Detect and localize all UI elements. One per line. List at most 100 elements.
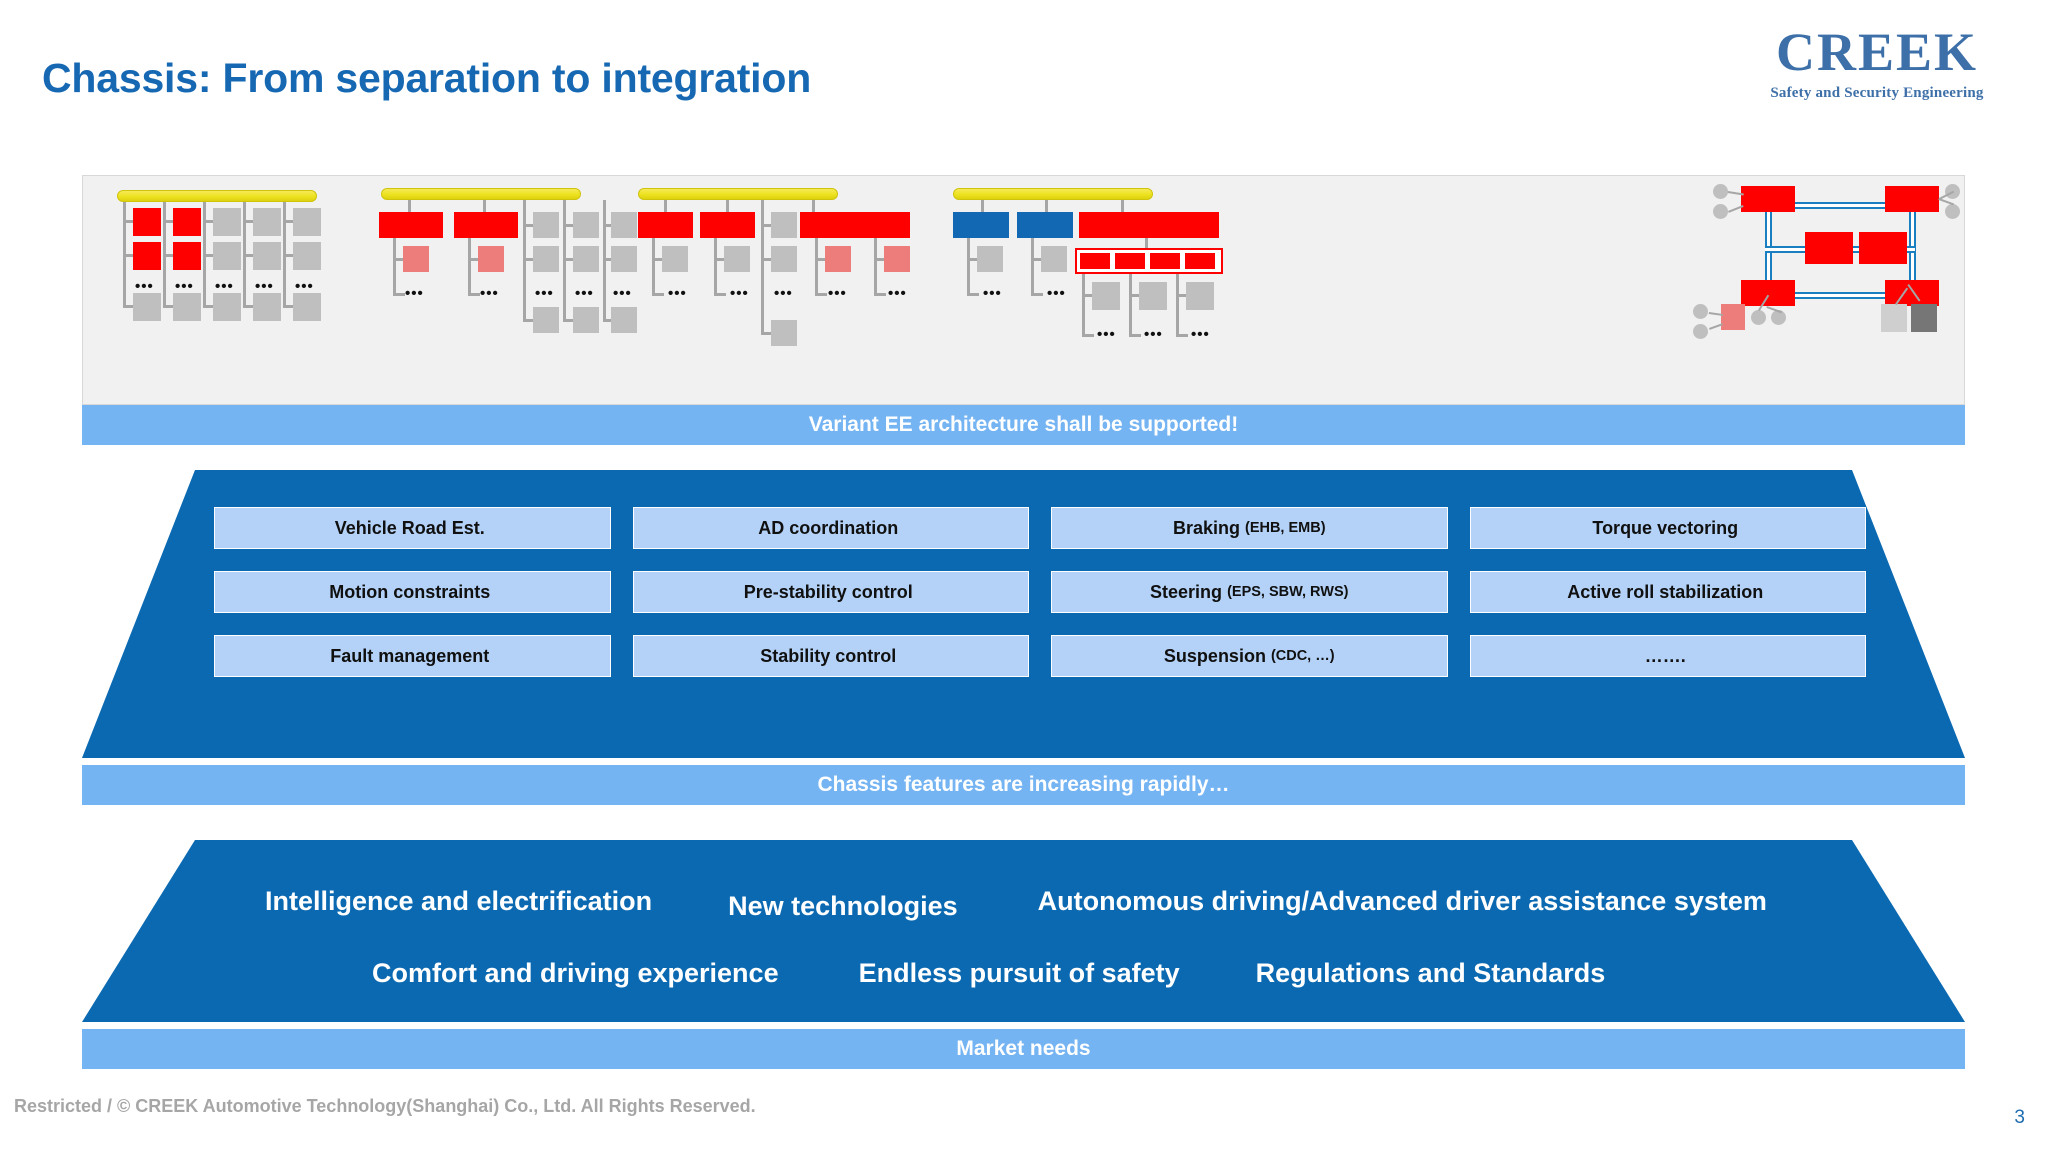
market-needs-row-2: Comfort and driving experience Endless p… [82, 958, 1965, 989]
zone-node [1185, 253, 1215, 269]
ecu-node [771, 212, 797, 238]
ellipsis-label: ••• [175, 278, 194, 295]
feature-label: Active roll stabilization [1567, 581, 1764, 602]
central-computer-node [1079, 212, 1219, 238]
ellipsis-label: ••• [135, 278, 154, 295]
ecu-node [253, 208, 281, 236]
page-number: 3 [2014, 1107, 2025, 1128]
market-need-item: Endless pursuit of safety [858, 958, 1180, 988]
feature-cell[interactable]: Steering(EPS, SBW, RWS) [1051, 571, 1448, 613]
feature-sub-label: (EHB, EMB) [1244, 520, 1326, 536]
zone-controller-node [953, 212, 1009, 238]
ellipsis-label: ••• [613, 285, 632, 302]
ellipsis-label: ••• [1047, 285, 1066, 302]
ellipsis-label: ••• [405, 285, 424, 302]
actuator-node [1771, 310, 1786, 325]
sub-node [1092, 282, 1120, 310]
ecu-node [573, 212, 599, 238]
ellipsis-label: ••• [535, 285, 554, 302]
feature-cell[interactable]: Torque vectoring [1469, 507, 1866, 549]
chassis-feature-grid: Vehicle Road Est. AD coordination Brakin… [214, 507, 1866, 677]
zone-controller-node [1017, 212, 1073, 238]
ecu-node [573, 307, 599, 333]
market-need-item: Regulations and Standards [1255, 958, 1606, 988]
market-needs-trapezoid: Intelligence and electrification New tec… [82, 840, 1965, 1022]
ellipsis-label: ••• [215, 278, 234, 295]
chassis-features-banner: Chassis features are increasing rapidly… [82, 765, 1965, 805]
ecu-node [213, 242, 241, 270]
ecu-node [293, 208, 321, 236]
feature-cell[interactable]: Braking(EHB, EMB) [1051, 507, 1448, 549]
bus-bar-icon [381, 188, 581, 200]
feature-cell[interactable]: Fault management [214, 635, 611, 677]
feature-label: Motion constraints [329, 581, 491, 602]
sub-node [1139, 282, 1167, 310]
ellipsis-label: ••• [828, 285, 847, 302]
sub-node [825, 246, 851, 272]
feature-cell[interactable]: ……. [1469, 635, 1866, 677]
feature-label: Stability control [760, 645, 897, 666]
architecture-ring-zonal [1663, 176, 1963, 406]
feature-label: Vehicle Road Est. [334, 517, 485, 538]
feature-cell[interactable]: AD coordination [632, 507, 1029, 549]
architecture-domain-consolidated: ••• ••• ••• ••• ••• [638, 176, 928, 406]
sub-node [478, 246, 504, 272]
ecu-node [293, 242, 321, 270]
ecu-node [533, 307, 559, 333]
domain-controller-node [379, 212, 443, 238]
feature-cell[interactable]: Vehicle Road Est. [214, 507, 611, 549]
feature-label: Suspension [1163, 645, 1266, 666]
ecu-node [253, 293, 281, 321]
ellipsis-label: ••• [1097, 326, 1116, 343]
ecu-node [771, 320, 797, 346]
feature-cell[interactable]: Motion constraints [214, 571, 611, 613]
ecu-node [173, 242, 201, 270]
bus-bar-icon [117, 190, 317, 202]
ecu-node [611, 246, 637, 272]
sub-node [724, 246, 750, 272]
ellipsis-label: ••• [730, 285, 749, 302]
ecu-node [213, 293, 241, 321]
feature-cell[interactable]: Stability control [632, 635, 1029, 677]
actuator-node [1721, 304, 1745, 330]
variant-architecture-banner: Variant EE architecture shall be support… [82, 405, 1965, 445]
logo-wordmark: CREEK [1775, 22, 1979, 82]
sensor-node [1713, 184, 1728, 199]
copyright-footer: Restricted / © CREEK Automotive Technolo… [14, 1096, 756, 1116]
page-title: Chassis: From separation to integration [42, 55, 812, 101]
chassis-features-trapezoid: Vehicle Road Est. AD coordination Brakin… [82, 470, 1965, 758]
logo-tagline: Safety and Security Engineering [1770, 85, 1984, 101]
market-need-item: Intelligence and electrification [265, 886, 653, 916]
feature-cell[interactable]: Pre-stability control [632, 571, 1029, 613]
sensor-node [1945, 204, 1960, 219]
market-needs-banner: Market needs [82, 1029, 1965, 1069]
feature-label: Torque vectoring [1592, 517, 1739, 538]
feature-label: ……. [1644, 645, 1686, 666]
market-needs-row-1: Intelligence and electrification New tec… [82, 886, 1965, 922]
zone-node [1115, 253, 1145, 269]
feature-label: Braking [1172, 517, 1240, 538]
central-compute-node [1805, 232, 1853, 264]
ellipsis-label: ••• [1191, 326, 1210, 343]
feature-cell[interactable]: Active roll stabilization [1469, 571, 1866, 613]
sensor-node [1693, 304, 1708, 319]
feature-label: Fault management [330, 645, 490, 666]
domain-controller-node [638, 212, 693, 238]
zone-node [1150, 253, 1180, 269]
creek-logo: CREEK Safety and Security Engineering [1727, 25, 2027, 102]
feature-sub-label: (CDC, …) [1270, 648, 1335, 664]
architecture-zone-controller: ••• ••• ••• ••• ••• [945, 176, 1255, 406]
ecu-node [573, 246, 599, 272]
cross-domain-controller-node [800, 212, 910, 238]
ecu-node [213, 208, 241, 236]
bus-bar-icon [953, 188, 1153, 200]
ee-architecture-panel: ••• ••• ••• ••• ••• [82, 175, 1965, 405]
actuator-node [1751, 310, 1766, 325]
ecu-node [293, 293, 321, 321]
feature-cell[interactable]: Suspension(CDC, …) [1051, 635, 1448, 677]
sensor-node [1693, 324, 1708, 339]
ellipsis-label: ••• [888, 285, 907, 302]
ecu-node [253, 242, 281, 270]
market-need-item: New technologies [728, 891, 958, 921]
central-compute-node [1859, 232, 1907, 264]
